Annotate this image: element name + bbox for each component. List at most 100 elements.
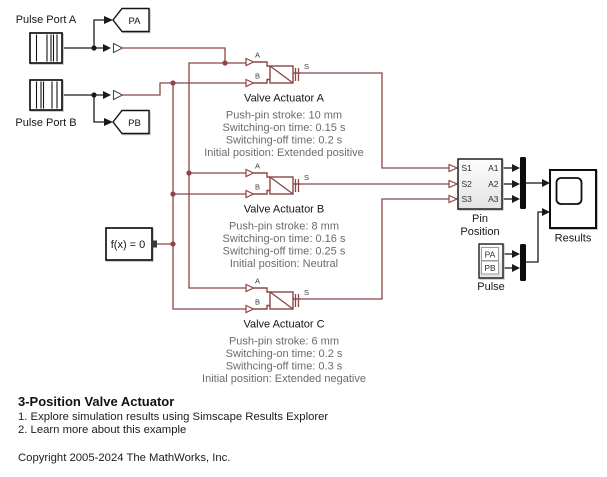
- pin-position-block[interactable]: S1 S2 S3 A1 A2 A3: [457, 158, 503, 210]
- pin-port-s1: S1: [462, 163, 473, 173]
- physical-wires[interactable]: [122, 47, 459, 310]
- junction-dot: [91, 92, 97, 98]
- goto-tag-pa[interactable]: PA: [112, 7, 150, 33]
- pin-position-label-line2: Position: [460, 226, 499, 238]
- arrowhead-icon: [103, 44, 111, 52]
- valve-port-s-label: S: [304, 173, 309, 182]
- annotation-item-1: 1. Explore simulation results using Sims…: [18, 411, 328, 423]
- scope-block[interactable]: [549, 169, 597, 229]
- signal-wires[interactable]: [62, 16, 550, 272]
- scope-screen-icon: [555, 177, 583, 205]
- goto-tag-pb[interactable]: PB: [112, 109, 150, 135]
- pin-port-s3: S3: [462, 194, 473, 204]
- pulse-subsystem-label: Pulse: [477, 281, 505, 293]
- arrowhead-icon: [542, 208, 550, 216]
- pulse-train-icon: [35, 81, 58, 109]
- annotation-item-2: 2. Learn more about this example: [18, 424, 186, 436]
- valve-c-desc-1: Push-pin stroke: 6 mm: [229, 336, 339, 348]
- valve-diagonal-icon: [269, 65, 294, 84]
- port-arrow-icon: [448, 179, 459, 189]
- valve-a-desc-3: Switching-off time: 0.2 s: [226, 135, 343, 147]
- valve-a-desc-2: Switching-on time: 0.15 s: [223, 122, 346, 134]
- valve-a-name: Valve Actuator A: [244, 93, 325, 105]
- valve-a-desc-4: Initial position: Extended positive: [204, 147, 364, 159]
- mux-2[interactable]: [520, 244, 526, 281]
- physical-junctions: [170, 60, 228, 247]
- pin-port-s2: S2: [462, 179, 473, 189]
- pulse-source-b-block[interactable]: [29, 79, 63, 111]
- ps-converter-icon: [112, 89, 124, 101]
- arrowhead-icon: [512, 250, 520, 258]
- valve-actuator-a-block[interactable]: A B S: [245, 51, 309, 88]
- scope-label: Results: [555, 233, 592, 245]
- wire-valvec-s-to-s3[interactable]: [301, 198, 449, 300]
- wire-pb-network[interactable]: [122, 82, 247, 96]
- port-arrow-icon: [245, 168, 255, 178]
- valve-c-desc-3: Swithcing-off time: 0.3 s: [226, 361, 343, 373]
- valve-b-desc-3: Switching-off time: 0.25 s: [223, 246, 346, 258]
- valve-c-desc-2: Switching-on time: 0.2 s: [226, 348, 343, 360]
- port-arrow-icon: [245, 304, 255, 314]
- annotation-title: 3-Position Valve Actuator: [18, 394, 174, 409]
- valve-port-a-label: A: [255, 277, 260, 286]
- junction-dot: [91, 45, 97, 51]
- junction-dot: [222, 60, 228, 66]
- port-arrow-icon: [245, 57, 255, 67]
- pulse-train-icon: [35, 34, 58, 62]
- pulse-subsystem-block[interactable]: PA PB: [478, 243, 504, 279]
- valve-c-desc-4: Initial position: Extended negative: [202, 373, 366, 385]
- pulse-source-b-label: Pulse Port B: [15, 117, 76, 129]
- port-arrow-icon: [245, 283, 255, 293]
- goto-tag-pb-text: PB: [128, 118, 141, 129]
- port-arrow-icon: [245, 189, 255, 199]
- arrowhead-icon: [104, 118, 113, 126]
- wire-mux2-to-scope[interactable]: [526, 211, 542, 263]
- pin-port-a2: A2: [488, 179, 499, 189]
- pulse-source-a-block[interactable]: [29, 32, 63, 64]
- pin-position-label-line1: Pin: [472, 213, 488, 225]
- valve-port-b-label: B: [255, 72, 260, 81]
- wire-valvea-s-to-s1[interactable]: [301, 72, 449, 169]
- valve-actuator-c-block[interactable]: A B S: [245, 277, 309, 314]
- arrowhead-icon: [512, 164, 520, 172]
- signal-arrowheads: [103, 16, 550, 272]
- pulse-source-a-label: Pulse Port A: [16, 14, 77, 26]
- port-arrow-icon: [448, 194, 459, 204]
- valve-port-s-label: S: [304, 288, 309, 297]
- valve-port-b-label: B: [255, 183, 260, 192]
- pin-port-a3: A3: [488, 194, 499, 204]
- valve-port-a-label: A: [255, 162, 260, 171]
- junction-dot: [170, 191, 176, 197]
- valve-b-desc-1: Push-pin stroke: 8 mm: [229, 221, 339, 233]
- port-arrow-icon: [448, 163, 459, 173]
- valve-b-desc-2: Switching-on time: 0.16 s: [223, 233, 346, 245]
- valve-a-desc-1: Push-pin stroke: 10 mm: [226, 110, 342, 122]
- valve-diagonal-icon: [269, 291, 294, 310]
- port-arrow-icon: [245, 78, 255, 88]
- wire-sourceb-to-goto-pb[interactable]: [93, 95, 104, 123]
- valve-b-desc-4: Initial position: Neutral: [230, 258, 338, 270]
- wire-pa-network[interactable]: [122, 47, 226, 63]
- pulse-port-pb: PB: [484, 263, 496, 273]
- arrowhead-icon: [103, 91, 111, 99]
- wire-sourcea-to-goto-pa[interactable]: [93, 19, 104, 48]
- ps-converter-icon: [112, 42, 124, 54]
- arrowhead-icon: [512, 264, 520, 272]
- solver-port-icon: [151, 240, 157, 248]
- junction-dot: [170, 80, 176, 86]
- arrowhead-icon: [512, 180, 520, 188]
- valve-actuator-b-block[interactable]: A B S: [245, 162, 309, 199]
- pulse-port-pa: PA: [485, 250, 496, 260]
- solver-configuration-block[interactable]: f(x) = 0: [105, 227, 157, 261]
- valve-port-a-label: A: [255, 51, 260, 60]
- wire-pb-branch[interactable]: [172, 83, 246, 310]
- valve-port-s-label: S: [304, 62, 309, 71]
- valve-diagonal-icon: [269, 176, 294, 195]
- annotation-copyright: Copyright 2005-2024 The MathWorks, Inc.: [18, 452, 230, 464]
- junction-dot: [170, 241, 176, 247]
- goto-tag-pa-text: PA: [129, 16, 142, 27]
- pin-port-a1: A1: [488, 163, 499, 173]
- junction-dot: [186, 170, 192, 176]
- mux-1[interactable]: [520, 157, 526, 209]
